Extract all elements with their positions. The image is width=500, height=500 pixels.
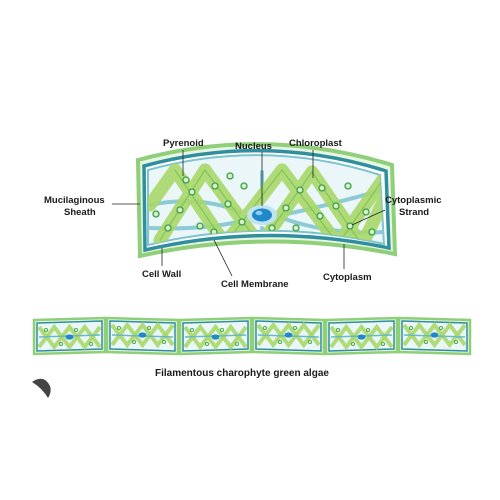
- label-mucilaginous-line2: Sheath: [64, 207, 96, 218]
- label-cytoplasmic-line1: Cytoplasmic: [385, 195, 442, 206]
- filament-cell: [324, 316, 399, 356]
- filament-cell: [105, 316, 180, 356]
- filament-nucleus: [211, 334, 220, 340]
- filament-nucleus: [357, 334, 366, 340]
- nucleus: [247, 205, 277, 225]
- label-cell-wall: Cell Wall: [142, 269, 181, 280]
- label-mucilaginous-line1: Mucilaginous: [44, 195, 105, 206]
- label-cytoplasmic-line2: Strand: [399, 207, 429, 218]
- caption: Filamentous charophyte green algae: [155, 368, 329, 379]
- label-cytoplasm: Cytoplasm: [323, 272, 372, 283]
- label-cell-membrane: Cell Membrane: [221, 279, 289, 290]
- filament-cell: [178, 316, 253, 356]
- filament-nucleus: [138, 332, 147, 338]
- filament-cell: [32, 316, 107, 356]
- label-pyrenoid: Pyrenoid: [163, 138, 204, 149]
- label-chloroplast: Chloroplast: [289, 138, 343, 149]
- corner-mark-icon: [32, 378, 51, 398]
- leader-lines: [112, 150, 386, 277]
- filament-nucleus: [65, 334, 74, 340]
- label-nucleus: Nucleus: [235, 141, 272, 152]
- filament-cell: [251, 316, 326, 356]
- filament-cell: [397, 316, 472, 356]
- filament: [32, 316, 472, 356]
- filament-nucleus: [430, 332, 439, 338]
- filament-nucleus: [284, 332, 293, 338]
- main-cell: [135, 142, 398, 259]
